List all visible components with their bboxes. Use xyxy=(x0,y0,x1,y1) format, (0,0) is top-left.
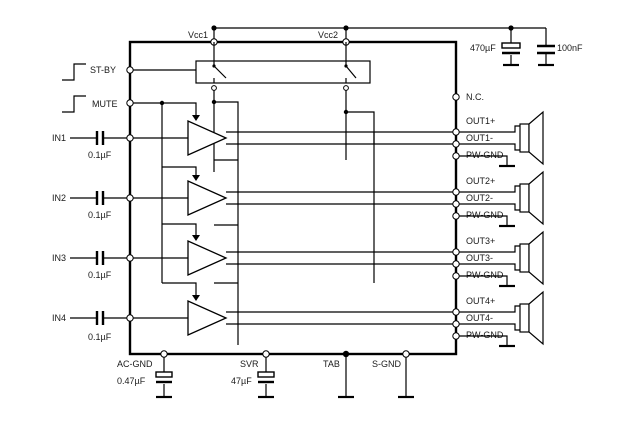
pwgnd2-label: PW-GND xyxy=(466,210,504,220)
in4-label: IN4 xyxy=(52,313,66,323)
out4-minus-label: OUT4- xyxy=(466,313,493,323)
tab-section: TAB xyxy=(323,350,354,399)
standby-label: ST-BY xyxy=(90,65,116,75)
out2-minus-label: OUT2- xyxy=(466,193,493,203)
svr-pin xyxy=(262,350,270,358)
svr-label: SVR xyxy=(240,359,259,369)
in3-label: IN3 xyxy=(52,253,66,263)
capacitor-100nf: 100nF xyxy=(537,28,583,67)
s-gnd-section: S-GND xyxy=(372,350,414,399)
channel-4: IN4 0.1µF OUT4+ OUT4- PW-GND xyxy=(52,296,520,348)
ac-gnd-cap-label: 0.47µF xyxy=(117,376,146,386)
in2-cap-label: 0.1µF xyxy=(88,210,112,220)
channel-2: IN2 0.1µF OUT2+ OUT2- PW-GND xyxy=(52,176,520,228)
mute-label: MUTE xyxy=(92,99,118,109)
in1-cap-label: 0.1µF xyxy=(88,150,112,160)
in4-pin xyxy=(126,314,134,322)
channel-3: IN3 0.1µF OUT3+ OUT3- PW-GND xyxy=(52,236,520,288)
out1-minus-label: OUT1- xyxy=(466,133,493,143)
in1-pin xyxy=(126,134,134,142)
vcc2-label: Vcc2 xyxy=(318,30,338,40)
out4-plus-label: OUT4+ xyxy=(466,296,495,306)
speaker-3-icon xyxy=(519,230,544,286)
speaker-2-icon xyxy=(519,170,544,226)
pwgnd4-label: PW-GND xyxy=(466,330,504,340)
ac-gnd-section: AC-GND 0.47µF xyxy=(117,350,173,399)
out1-plus-label: OUT1+ xyxy=(466,116,495,126)
in3-cap-label: 0.1µF xyxy=(88,270,112,280)
in2-pin xyxy=(126,194,134,202)
speaker-1-icon xyxy=(519,110,544,166)
capacitor-470uf: 470µF xyxy=(470,28,521,67)
out2-plus-label: OUT2+ xyxy=(466,176,495,186)
amplifier-4 xyxy=(187,299,228,337)
svr-section: SVR 47µF xyxy=(231,350,275,399)
cap-470uf-label: 470µF xyxy=(470,43,496,53)
in1-label: IN1 xyxy=(52,133,66,143)
in2-label: IN2 xyxy=(52,193,66,203)
s-gnd-pin xyxy=(402,350,410,358)
out3-plus-label: OUT3+ xyxy=(466,236,495,246)
tab-label: TAB xyxy=(323,359,340,369)
amplifier-2 xyxy=(187,179,228,217)
s-gnd-label: S-GND xyxy=(372,359,402,369)
channel-1: IN1 0.1µF OUT1+ OUT1- PW-GND xyxy=(52,116,520,168)
nc-pin xyxy=(452,93,460,101)
nc-label: N.C. xyxy=(466,92,484,102)
ac-gnd-label: AC-GND xyxy=(117,359,153,369)
vcc1-label: Vcc1 xyxy=(188,30,208,40)
supply-switch-block xyxy=(195,42,371,112)
standby-pin xyxy=(126,66,134,74)
tab-pin xyxy=(342,350,350,358)
svr-cap-label: 47µF xyxy=(231,376,252,386)
mute-control: MUTE xyxy=(62,95,200,121)
amplifier-3 xyxy=(187,239,228,277)
in4-cap-label: 0.1µF xyxy=(88,332,112,342)
cap-100nf-label: 100nF xyxy=(557,43,583,53)
speaker-4-icon xyxy=(519,290,544,346)
pwgnd1-label: PW-GND xyxy=(466,150,504,160)
in3-pin xyxy=(126,254,134,262)
supply-rail: Vcc1 Vcc2 470µF 100nF xyxy=(188,25,583,67)
mute-pin xyxy=(126,99,134,107)
ac-gnd-pin xyxy=(160,350,168,358)
amplifier-1 xyxy=(187,119,228,157)
out3-minus-label: OUT3- xyxy=(466,253,493,263)
pwgnd3-label: PW-GND xyxy=(466,270,504,280)
standby-control: ST-BY xyxy=(62,63,196,81)
